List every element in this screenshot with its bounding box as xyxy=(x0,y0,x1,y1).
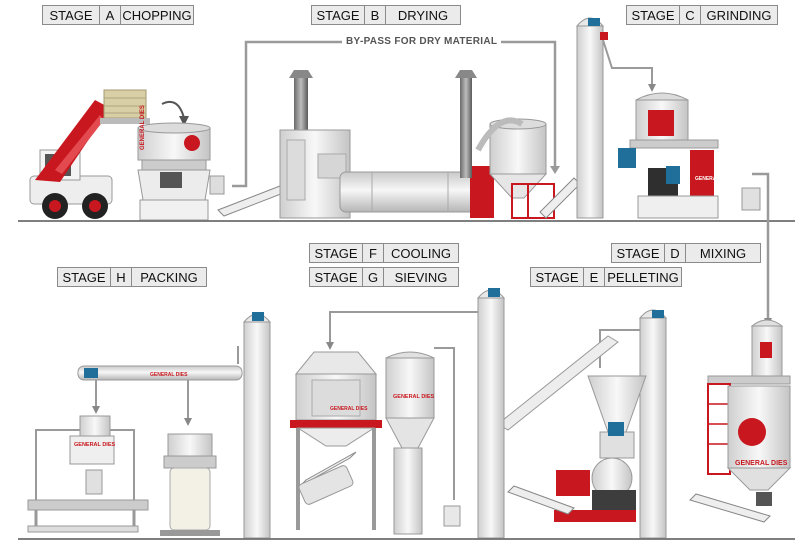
stage-word: STAGE xyxy=(58,268,111,286)
stage-label-d: STAGE D MIXING xyxy=(611,243,761,263)
stage-letter: D xyxy=(665,244,686,262)
mixer-feed-pipe xyxy=(752,172,770,320)
stage-label-h: STAGE H PACKING xyxy=(57,267,207,287)
bypass-pipe xyxy=(232,40,557,188)
stage-label-f: STAGE F COOLING xyxy=(309,243,459,263)
stage-name: CHOPPING xyxy=(122,7,192,23)
bag-filling-machine xyxy=(27,415,149,533)
cyclone-brand-text: GENERAL DIES xyxy=(393,394,434,400)
chopper-brand-text: GENERAL DIES xyxy=(140,105,146,150)
chopper-machine xyxy=(137,122,225,221)
cooling-elevator xyxy=(476,288,506,539)
stage-name: DRYING xyxy=(397,7,449,23)
cooler-feed-pipe xyxy=(329,311,478,344)
conveyor-brand-text: GENERAL DIES xyxy=(150,372,188,378)
mixer-tower xyxy=(689,319,792,523)
bucket-elevator-c xyxy=(575,17,608,219)
stage-name: GRINDING xyxy=(706,7,772,23)
mixer-brand-text: GENERAL DIES xyxy=(735,460,788,467)
dryer-cyclone xyxy=(475,117,555,219)
stage-word: STAGE xyxy=(310,268,363,286)
stage-letter: H xyxy=(111,268,132,286)
stage-letter: A xyxy=(100,6,121,24)
bypass-arrow-icon xyxy=(550,166,560,174)
skid-steer-loader xyxy=(29,89,150,219)
cooler-brand-text: GENERAL DIES xyxy=(330,406,368,412)
rotary-drum xyxy=(339,70,494,218)
overhead-screw-conveyor xyxy=(77,346,243,426)
pellet-feed-elevator xyxy=(638,309,668,539)
counterflow-cooler xyxy=(290,351,382,530)
stage-name: PACKING xyxy=(140,269,198,285)
bypass-label: BY-PASS FOR DRY MATERIAL xyxy=(342,36,502,47)
packer-brand-text: GENERAL DIES xyxy=(74,442,115,448)
inclined-conveyor xyxy=(497,335,619,431)
stage-word: STAGE xyxy=(627,6,680,24)
stage-label-e: STAGE E PELLETING xyxy=(530,267,682,287)
stage-letter: B xyxy=(365,6,386,24)
stage-letter: G xyxy=(363,268,384,286)
stage-letter: C xyxy=(680,6,701,24)
stage-name: PELLETING xyxy=(607,269,679,285)
packing-elevator xyxy=(242,312,272,539)
stage-label-a: STAGE A CHOPPING xyxy=(42,5,194,25)
stage-label-g: STAGE G SIEVING xyxy=(309,267,459,287)
stage-word: STAGE xyxy=(531,268,584,286)
stage-letter: F xyxy=(363,244,384,262)
grinder-unit xyxy=(618,92,761,219)
stage-word: STAGE xyxy=(312,6,365,24)
pellet-mill xyxy=(507,375,647,522)
grinder-brand-text: GENERAL DIES xyxy=(695,176,733,182)
stage-word: STAGE xyxy=(43,6,100,24)
stage-label-c: STAGE C GRINDING xyxy=(626,5,778,25)
stage-name: SIEVING xyxy=(394,269,448,285)
stage-label-b: STAGE B DRYING xyxy=(311,5,461,25)
stage-word: STAGE xyxy=(612,244,665,262)
stage-name: MIXING xyxy=(699,245,747,261)
stage-name: COOLING xyxy=(391,245,451,261)
big-bag-filler xyxy=(160,433,220,536)
stage-word: STAGE xyxy=(310,244,363,262)
grinder-feed-pipe xyxy=(602,39,653,86)
load-arrow-icon xyxy=(161,100,185,119)
sieving-cyclone xyxy=(385,347,461,535)
stage-letter: E xyxy=(584,268,605,286)
